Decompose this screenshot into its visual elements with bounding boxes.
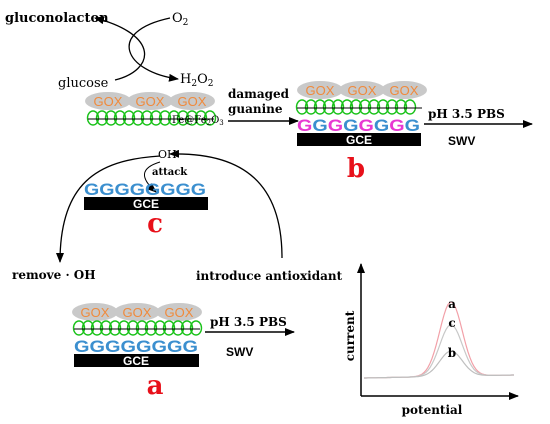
panel-label-c: c — [147, 209, 163, 239]
helix-loop — [295, 99, 309, 115]
gluconolacton-label: gluconolacton — [5, 11, 109, 26]
gox-label: GOX — [136, 94, 165, 109]
attack-arrow — [144, 161, 161, 193]
gox-label: GOX — [94, 94, 123, 109]
ph-buffer-label: pH 3.5 PBS — [428, 107, 505, 121]
swv-label: SWV — [448, 134, 475, 148]
helix-loop — [340, 99, 354, 115]
helix-loop — [185, 110, 199, 126]
glucose-to-gluconolacton-arrow — [94, 16, 146, 81]
introduce-antioxidant-label: introduce antioxidant — [196, 269, 343, 283]
helix-loop — [149, 110, 163, 126]
helix-loop — [117, 320, 131, 336]
helix-loop — [376, 99, 390, 115]
helix-chain-top — [86, 110, 217, 126]
remove-oh-label: remove · OH — [12, 268, 96, 282]
o2-label: O2 — [172, 11, 188, 28]
voltammogram: current potential a c b — [343, 263, 519, 417]
helix-loop — [72, 320, 86, 336]
helix-loop — [203, 110, 217, 126]
guanine-sequence-a: GGGGGGGG — [74, 337, 198, 356]
helix-loop — [104, 110, 118, 126]
helix-loop — [158, 110, 172, 126]
curve-a — [364, 301, 514, 379]
helix-loop — [162, 320, 176, 336]
helix-loop — [122, 110, 136, 126]
y-axis-label: current — [343, 310, 357, 361]
helix-loop — [176, 110, 190, 126]
gce-label: GCE — [123, 354, 149, 368]
helix-loop — [313, 99, 327, 115]
helix-loop — [304, 99, 318, 115]
gox-label: GOX — [390, 83, 419, 98]
gce-electrode — [74, 354, 199, 367]
helix-chain-a — [72, 320, 203, 336]
helix-loop — [144, 320, 158, 336]
helix-loop — [140, 110, 154, 126]
panel-label-a: a — [147, 371, 164, 401]
remove-oh-arrow — [56, 155, 161, 263]
helix-loop — [189, 320, 203, 336]
helix-loop — [194, 110, 208, 126]
curve-b — [364, 350, 514, 379]
helix-loop — [349, 99, 363, 115]
helix-loop — [180, 320, 194, 336]
gce-electrode — [84, 197, 208, 210]
gce-label: GCE — [346, 133, 372, 147]
gox-label: GOX — [123, 305, 152, 320]
helix-loop — [126, 320, 140, 336]
damaged-label: damaged — [228, 87, 290, 101]
panel-label-b: b — [347, 154, 365, 184]
helix-loop — [167, 110, 181, 126]
curve-label-a: a — [448, 297, 456, 311]
helix-loop — [86, 110, 100, 126]
helix-loop — [385, 99, 399, 115]
swv-label: SWV — [226, 345, 253, 359]
curve-label-b: b — [448, 346, 456, 360]
gce-label: GCE — [133, 197, 159, 211]
curve-label-c: c — [448, 316, 455, 330]
probe-top: GOX GOX GOX Fe@Fe2O3 — [85, 92, 224, 127]
gox-label: GOX — [81, 305, 110, 320]
gox-label: GOX — [306, 83, 335, 98]
gce-electrode — [297, 133, 421, 146]
guanine-label: guanine — [228, 102, 283, 116]
x-axis-label: potential — [402, 403, 463, 417]
introduce-antioxidant-arrow — [169, 149, 283, 259]
helix-loop — [367, 99, 381, 115]
attack-label: attack — [152, 167, 188, 178]
helix-loop — [153, 320, 167, 336]
helix-loop — [81, 320, 95, 336]
helix-loop — [113, 110, 127, 126]
helix-loop — [99, 320, 113, 336]
helix-loop — [108, 320, 122, 336]
h2o2-label: H2O2 — [180, 72, 213, 89]
helix-loop — [322, 99, 336, 115]
helix-loop — [171, 320, 185, 336]
helix-loop — [403, 99, 417, 115]
helix-loop — [135, 320, 149, 336]
helix-loop — [358, 99, 372, 115]
helix-loop — [95, 110, 109, 126]
o2-to-h2o2-arrow — [128, 17, 179, 82]
electrode-a: GOX GOX GOX GGGGGGGG GCE — [72, 303, 203, 368]
helix-loop — [90, 320, 104, 336]
glucose-label: glucose — [58, 76, 109, 91]
gox-enzymes-top: GOX GOX GOX — [85, 92, 215, 110]
nanoparticle-label: Fe@Fe2O3 — [172, 115, 224, 127]
gox-label: GOX — [165, 305, 194, 320]
gox-label: GOX — [348, 83, 377, 98]
helix-chain-b — [295, 99, 422, 115]
helix-loop — [131, 110, 145, 126]
ph-buffer-label: pH 3.5 PBS — [210, 315, 287, 329]
helix-loop — [331, 99, 345, 115]
peak-curves — [364, 301, 514, 379]
guanine-sequence-c: GGGGGGGG — [84, 180, 206, 199]
helix-loop — [394, 99, 408, 115]
gox-label: GOX — [178, 94, 207, 109]
